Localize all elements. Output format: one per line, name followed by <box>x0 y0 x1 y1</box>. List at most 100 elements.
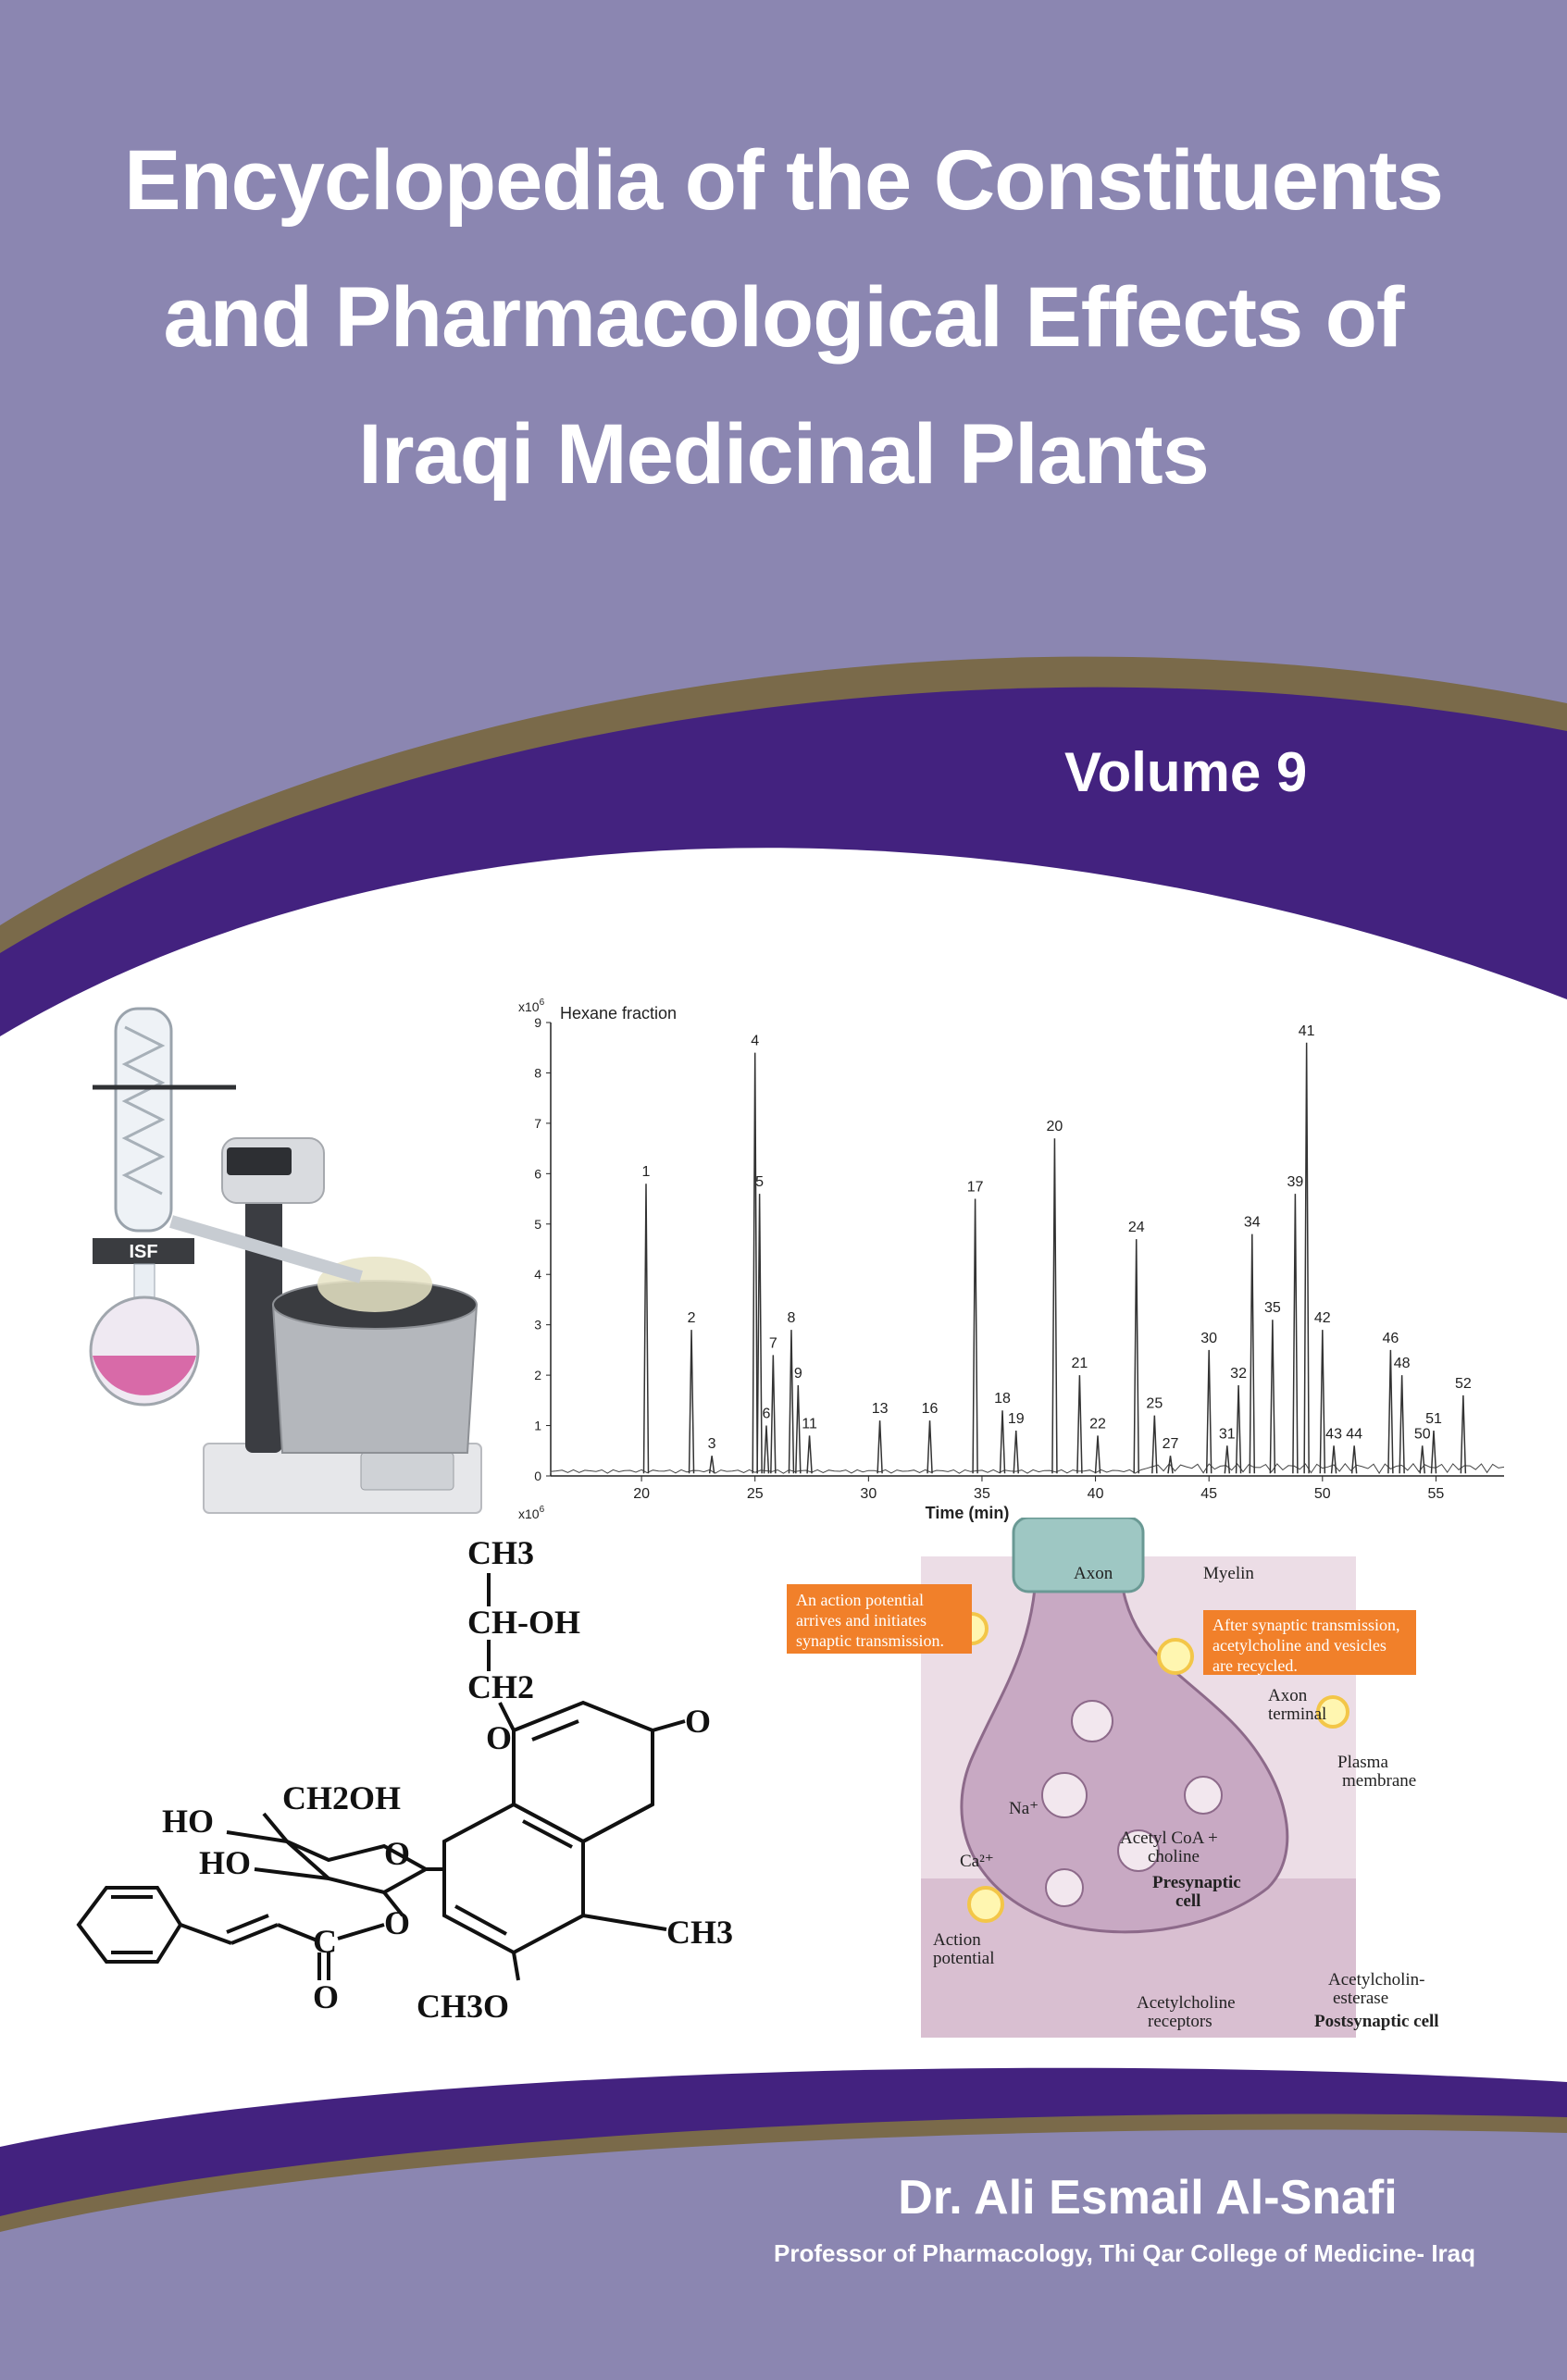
author-affiliation: Professor of Pharmacology, Thi Qar Colle… <box>774 2239 1475 2267</box>
label-o-ketone: O <box>685 1703 711 1740</box>
x-tick-label: 20 <box>633 1486 650 1502</box>
peak-13 <box>877 1420 883 1474</box>
peak-label-31: 31 <box>1219 1426 1236 1442</box>
label-action-potential-2: potential <box>933 1949 994 1968</box>
label-presynaptic-2: cell <box>1175 1891 1200 1911</box>
peak-22 <box>1094 1435 1101 1474</box>
peak-label-13: 13 <box>872 1401 889 1417</box>
peak-label-17: 17 <box>967 1180 984 1196</box>
peak-32 <box>1235 1384 1242 1474</box>
peak-35 <box>1269 1320 1276 1474</box>
y-tick-label: 6 <box>534 1166 541 1181</box>
y-tick-label: 9 <box>534 1015 541 1030</box>
chromatogram-title: Hexane fraction <box>560 1004 677 1023</box>
label-o-sugar: O <box>384 1835 410 1872</box>
note-right-line-3: are recycled. <box>1213 1656 1298 1675</box>
label-axon-terminal-1: Axon <box>1268 1686 1308 1705</box>
note-left-line-3: synaptic transmission. <box>796 1631 944 1650</box>
peak-34 <box>1249 1233 1256 1474</box>
x-tick-label: 35 <box>974 1486 990 1502</box>
peak-label-20: 20 <box>1047 1119 1063 1134</box>
peak-label-18: 18 <box>994 1391 1011 1407</box>
peak-51 <box>1430 1430 1437 1474</box>
phenyl-ring <box>76 1886 183 1964</box>
label-o-ester: O <box>384 1904 410 1941</box>
label-acetyl-coa-2: choline <box>1148 1847 1200 1866</box>
peak-label-2: 2 <box>688 1310 696 1326</box>
peak-11 <box>806 1435 813 1474</box>
label-ch3-right: CH3 <box>666 1914 733 1951</box>
peak-label-43: 43 <box>1325 1426 1342 1442</box>
peak-label-6: 6 <box>763 1407 771 1422</box>
peak-label-41: 41 <box>1299 1023 1315 1039</box>
peak-17 <box>972 1198 978 1474</box>
note-right-line-2: acetylcholine and vesicles <box>1213 1636 1387 1655</box>
y-tick-label: 7 <box>534 1116 541 1131</box>
evaporator-display <box>360 1452 454 1491</box>
vesicle-2 <box>1041 1772 1088 1818</box>
label-ho-1: HO <box>162 1803 214 1840</box>
y-tick-label: 1 <box>534 1419 541 1433</box>
title-line-3: Iraqi Medicinal Plants <box>358 407 1210 502</box>
vesicle-3 <box>1117 1829 1160 1872</box>
note-left-box <box>787 1584 972 1654</box>
pyranone-ring <box>512 1700 654 1844</box>
x-tick-label: 55 <box>1428 1486 1445 1502</box>
peak-label-9: 9 <box>794 1366 802 1382</box>
volume-label: Volume 9 <box>1064 741 1308 803</box>
peak-31 <box>1224 1445 1231 1474</box>
peak-16 <box>927 1420 933 1474</box>
label-o-carbonyl: O <box>313 1978 339 2015</box>
evaporator-control <box>227 1147 292 1175</box>
peak-30 <box>1205 1349 1213 1474</box>
y-tick-label: 4 <box>534 1267 541 1282</box>
peak-label-32: 32 <box>1230 1366 1247 1382</box>
peak-label-19: 19 <box>1008 1411 1025 1427</box>
x-scale-label-bottom: x106 <box>518 1505 545 1521</box>
benzene-ring <box>442 1802 585 1955</box>
flask-neck <box>133 1263 155 1302</box>
peak-48 <box>1399 1375 1405 1474</box>
x-tick-label: 40 <box>1088 1486 1104 1502</box>
label-receptors-1: Acetylcholine <box>1137 1993 1236 2013</box>
peak-label-8: 8 <box>787 1310 795 1326</box>
y-tick-label: 8 <box>534 1065 541 1080</box>
peak-25 <box>1151 1415 1158 1474</box>
label-plasma-membrane-2: membrane <box>1342 1771 1416 1791</box>
peak-42 <box>1319 1330 1326 1474</box>
synapse-diagram: An action potential arrives and initiate… <box>787 1518 1439 2038</box>
peak-9 <box>795 1384 802 1474</box>
label-axon: Axon <box>1074 1564 1113 1583</box>
peak-1 <box>642 1184 650 1474</box>
peak-44 <box>1350 1445 1358 1474</box>
peak-label-44: 44 <box>1346 1426 1362 1442</box>
isf-label: ISF <box>129 1242 157 1262</box>
peak-label-25: 25 <box>1146 1396 1163 1412</box>
label-acetylcholinesterase-2: esterase <box>1333 1989 1388 2008</box>
peak-label-24: 24 <box>1128 1220 1145 1235</box>
peak-label-21: 21 <box>1072 1356 1088 1371</box>
author-name: Dr. Ali Esmail Al-Snafi <box>898 2171 1398 2225</box>
bottom-band-lavender <box>0 2129 1567 2380</box>
peak-43 <box>1330 1445 1337 1474</box>
peak-label-48: 48 <box>1394 1356 1411 1371</box>
peak-21 <box>1076 1375 1083 1474</box>
x-tick-label: 45 <box>1200 1486 1217 1502</box>
label-och3: CH3O <box>417 1988 509 2025</box>
label-ch2oh: CH2OH <box>282 1779 401 1816</box>
y-tick-label: 2 <box>534 1368 541 1382</box>
peak-label-34: 34 <box>1244 1215 1261 1231</box>
peak-41 <box>1303 1042 1310 1474</box>
evaporator-stand <box>245 1157 282 1453</box>
vapor-duct <box>169 1215 363 1283</box>
peak-50 <box>1419 1445 1425 1474</box>
peak-20 <box>1051 1138 1058 1474</box>
peak-3 <box>708 1456 715 1474</box>
peak-label-7: 7 <box>769 1335 777 1351</box>
note-left-line-1: An action potential <box>796 1591 924 1609</box>
condenser-column <box>114 1007 173 1233</box>
label-acetylcholinesterase-1: Acetylcholin- <box>1328 1970 1424 1990</box>
isf-collar <box>93 1238 194 1264</box>
y-tick-label: 5 <box>534 1217 541 1232</box>
baseline-trace <box>550 1462 1505 1474</box>
